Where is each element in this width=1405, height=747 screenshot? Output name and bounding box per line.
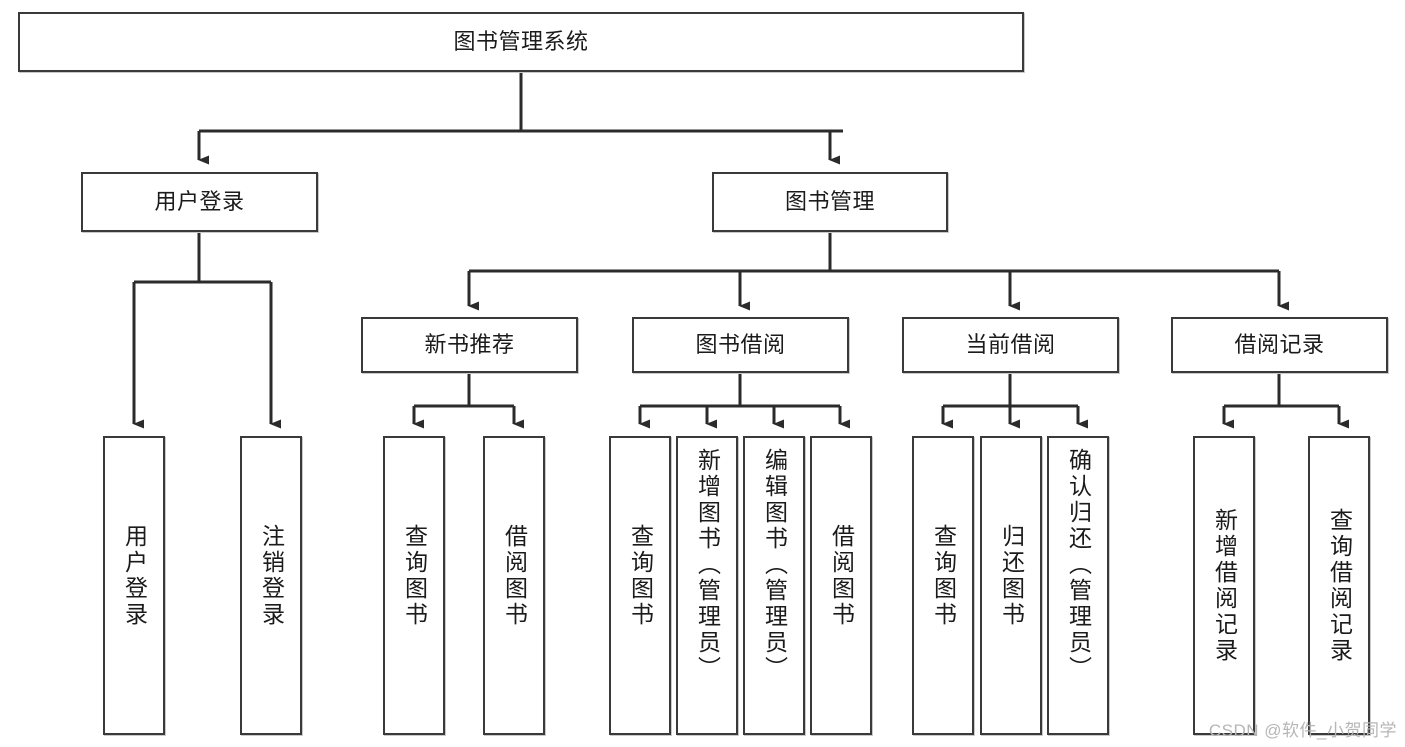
node-leaf-borrow-book-b-label: 借阅图书 [828,524,855,628]
node-leaf-query-book-c-label: 查询图书 [930,524,957,628]
node-root[interactable]: 图书管理系统 [18,12,1024,72]
node-borrow-record-label: 借阅记录 [1234,332,1325,358]
node-leaf-query-book-a-label: 查询图书 [401,524,428,628]
node-leaf-add-borrow-record-label: 新增借阅记录 [1211,508,1238,664]
node-book-borrow-label: 图书借阅 [695,332,786,358]
node-leaf-add-borrow-record[interactable]: 新增借阅记录 [1193,436,1255,735]
node-leaf-confirm-return-admin[interactable]: 确认归还（管理员） [1047,436,1109,735]
node-leaf-query-borrow-record-label: 查询借阅记录 [1326,508,1353,664]
node-new-book-rec-label: 新书推荐 [424,332,515,358]
node-leaf-logout-label: 注销登录 [258,524,285,628]
node-user-login-label: 用户登录 [154,189,245,215]
node-book-manage-label: 图书管理 [784,189,875,215]
watermark-text: CSDN @软件_小贺同学 [1208,721,1397,740]
node-leaf-user-login[interactable]: 用户登录 [103,436,165,735]
node-leaf-query-borrow-record[interactable]: 查询借阅记录 [1308,436,1370,735]
node-leaf-borrow-book-a-label: 借阅图书 [501,524,528,628]
node-leaf-add-book-admin[interactable]: 新增图书（管理员） [676,436,738,735]
node-leaf-query-book-c[interactable]: 查询图书 [912,436,974,735]
node-book-borrow[interactable]: 图书借阅 [632,317,849,373]
node-new-book-rec[interactable]: 新书推荐 [361,317,578,373]
node-current-borrow[interactable]: 当前借阅 [902,317,1119,373]
node-leaf-logout[interactable]: 注销登录 [240,436,302,735]
node-leaf-add-book-admin-label: 新增图书（管理员） [694,448,721,682]
node-borrow-record[interactable]: 借阅记录 [1171,317,1388,373]
node-leaf-query-book-b[interactable]: 查询图书 [609,436,671,735]
node-root-label: 图书管理系统 [453,29,589,55]
node-leaf-confirm-return-admin-label: 确认归还（管理员） [1065,448,1092,682]
node-leaf-return-book-label: 归还图书 [998,524,1025,628]
node-current-borrow-label: 当前借阅 [965,332,1056,358]
node-user-login[interactable]: 用户登录 [81,172,318,232]
node-leaf-borrow-book-b[interactable]: 借阅图书 [810,436,872,735]
node-leaf-borrow-book-a[interactable]: 借阅图书 [483,436,545,735]
node-leaf-edit-book-admin[interactable]: 编辑图书（管理员） [743,436,805,735]
node-leaf-edit-book-admin-label: 编辑图书（管理员） [761,448,788,682]
node-leaf-return-book[interactable]: 归还图书 [980,436,1042,735]
node-book-manage[interactable]: 图书管理 [712,172,948,232]
node-leaf-query-book-b-label: 查询图书 [627,524,654,628]
node-leaf-user-login-label: 用户登录 [121,524,148,628]
node-leaf-query-book-a[interactable]: 查询图书 [383,436,445,735]
